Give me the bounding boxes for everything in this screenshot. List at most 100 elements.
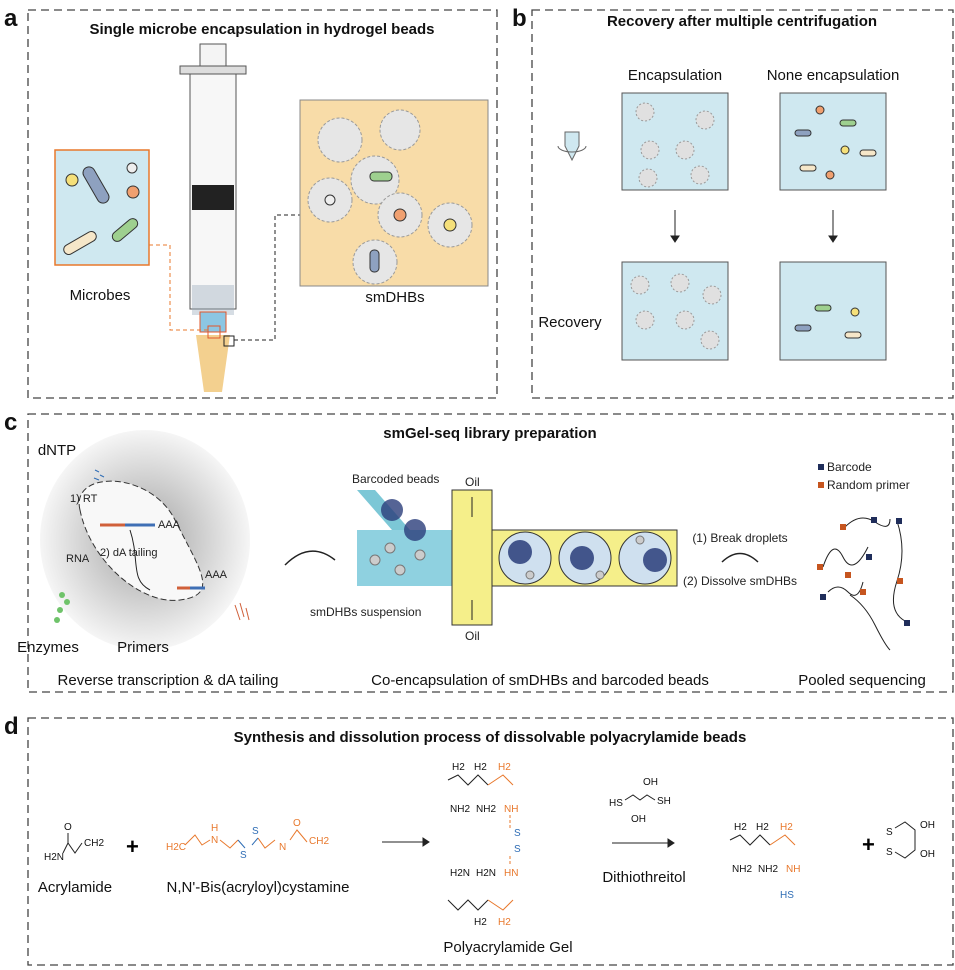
primer-legend-swatch bbox=[818, 482, 824, 488]
atom-label: HS bbox=[780, 890, 794, 901]
atom-label: S bbox=[886, 827, 893, 838]
atom-label: CH2 bbox=[84, 838, 104, 849]
arrow bbox=[284, 550, 336, 566]
atom-label: H2 bbox=[498, 917, 511, 928]
atom-label: O bbox=[64, 822, 72, 833]
panel-d: d Synthesis and dissolution process of d… bbox=[4, 713, 954, 966]
oil-top-label: Oil bbox=[465, 475, 480, 489]
atom-label: H2N bbox=[476, 868, 496, 879]
acrylamide-structure: O H2N CH2 bbox=[44, 822, 104, 863]
atom-label: H2C bbox=[166, 842, 186, 853]
pooled-library-strands bbox=[822, 517, 906, 651]
dtt-structure: HS SH OH OH bbox=[609, 777, 671, 825]
step3-label: Pooled sequencing bbox=[798, 672, 926, 689]
panel-c-border bbox=[27, 413, 954, 693]
atom-label: HS bbox=[609, 798, 623, 809]
smdhbs-inset bbox=[299, 99, 489, 287]
atom-label: NH2 bbox=[450, 804, 470, 815]
enzymes-label: Enzymes bbox=[17, 639, 79, 656]
oil-bottom-label: Oil bbox=[465, 629, 480, 643]
microfluidic-chip bbox=[357, 489, 678, 626]
atom-label: NH bbox=[786, 864, 800, 875]
microbes-label: Microbes bbox=[70, 287, 131, 304]
atom-label: H2 bbox=[780, 822, 793, 833]
atom-label: NH2 bbox=[476, 804, 496, 815]
aaa-label-1: AAA bbox=[158, 519, 181, 531]
atom-label: S bbox=[252, 826, 259, 837]
atom-label: SH bbox=[657, 796, 671, 807]
panel-b: b Recovery after multiple centrifugation… bbox=[512, 5, 954, 399]
polyacrylamide-gel-label: Polyacrylamide Gel bbox=[443, 939, 572, 956]
bis-structure: H2C H N S S N O CH2 bbox=[166, 818, 329, 861]
atom-label: H2 bbox=[756, 822, 769, 833]
atom-label: NH2 bbox=[732, 864, 752, 875]
cleaved-gel-structure: H2 H2 H2 NH2 NH2 NH HS bbox=[729, 822, 800, 901]
tailing-label: 2) dA tailing bbox=[100, 547, 157, 559]
polyacrylamide-gel-structure: H2 H2 H2 NH2 NH2 NH S S HN H2N H2N H2 H2 bbox=[447, 762, 521, 928]
primers-label: Primers bbox=[117, 639, 169, 656]
bis-label: N,N'-Bis(acryloyl)cystamine bbox=[167, 879, 350, 896]
suspension-label: smDHBs suspension bbox=[310, 605, 421, 619]
atom-label: S bbox=[514, 828, 521, 839]
panel-letter-b: b bbox=[512, 5, 527, 32]
atom-label: H2 bbox=[474, 762, 487, 773]
smdhbs-label: smDHBs bbox=[365, 289, 424, 306]
oxidized-dtt-structure: S S OH OH bbox=[886, 820, 935, 860]
atom-label: S bbox=[886, 847, 893, 858]
atom-label: O bbox=[293, 818, 301, 829]
legend-barcode: Barcode bbox=[827, 460, 872, 474]
syringe-illustration bbox=[179, 43, 247, 392]
atom-label: H2 bbox=[498, 762, 511, 773]
step1-label: Reverse transcription & dA tailing bbox=[58, 672, 279, 689]
microbes-inset bbox=[54, 149, 208, 331]
panel-letter-c: c bbox=[4, 409, 17, 436]
legend-random-primer: Random primer bbox=[827, 478, 910, 492]
atom-label: N bbox=[279, 842, 286, 853]
step2-label: Co-encapsulation of smDHBs and barcoded … bbox=[371, 672, 709, 689]
panel-c: c smGel-seq library preparation dNTP 1) … bbox=[4, 409, 954, 693]
atom-label: NH bbox=[504, 804, 518, 815]
plus-1: + bbox=[126, 834, 139, 859]
rt-label: 1) RT bbox=[70, 493, 98, 505]
plus-2: + bbox=[862, 832, 875, 857]
panel-c-title: smGel-seq library preparation bbox=[383, 425, 596, 442]
atom-label: H2 bbox=[734, 822, 747, 833]
barcode-legend-swatch bbox=[818, 464, 824, 470]
dithiothreitol-label: Dithiothreitol bbox=[602, 869, 685, 886]
dntp-label: dNTP bbox=[38, 442, 76, 459]
atom-label: OH bbox=[631, 814, 646, 825]
panel-a-border bbox=[27, 9, 498, 399]
atom-label: S bbox=[514, 844, 521, 855]
recovery-label: Recovery bbox=[538, 314, 602, 331]
acrylamide-label: Acrylamide bbox=[38, 879, 112, 896]
panel-d-title: Synthesis and dissolution process of dis… bbox=[234, 729, 747, 746]
atom-label: N bbox=[211, 835, 218, 846]
rna-label: RNA bbox=[66, 553, 90, 565]
panel-a-title: Single microbe encapsulation in hydrogel… bbox=[89, 21, 434, 38]
atom-label: OH bbox=[920, 849, 935, 860]
barcoded-beads-label: Barcoded beads bbox=[352, 472, 439, 486]
encapsulation-label: Encapsulation bbox=[628, 67, 722, 84]
atom-label: CH2 bbox=[309, 836, 329, 847]
panel-letter-d: d bbox=[4, 713, 19, 740]
panel-letter-a: a bbox=[4, 5, 18, 32]
atom-label: H2N bbox=[450, 868, 470, 879]
panel-b-border bbox=[531, 9, 954, 399]
atom-label: HN bbox=[504, 868, 518, 879]
atom-label: H bbox=[211, 823, 218, 834]
atom-label: H2 bbox=[452, 762, 465, 773]
none-encapsulation-label: None encapsulation bbox=[767, 67, 900, 84]
atom-label: NH2 bbox=[758, 864, 778, 875]
dissolve-label: (2) Dissolve smDHBs bbox=[683, 574, 797, 588]
panel-b-title: Recovery after multiple centrifugation bbox=[607, 13, 877, 30]
atom-label: H2N bbox=[44, 852, 64, 863]
atom-label: OH bbox=[643, 777, 658, 788]
atom-label: H2 bbox=[474, 917, 487, 928]
aaa-label-2: AAA bbox=[205, 569, 228, 581]
centrifuge-tube-icon bbox=[557, 131, 587, 162]
panel-d-border bbox=[27, 717, 954, 966]
break-droplets-label: (1) Break droplets bbox=[692, 531, 787, 545]
atom-label: OH bbox=[920, 820, 935, 831]
atom-label: S bbox=[240, 850, 247, 861]
